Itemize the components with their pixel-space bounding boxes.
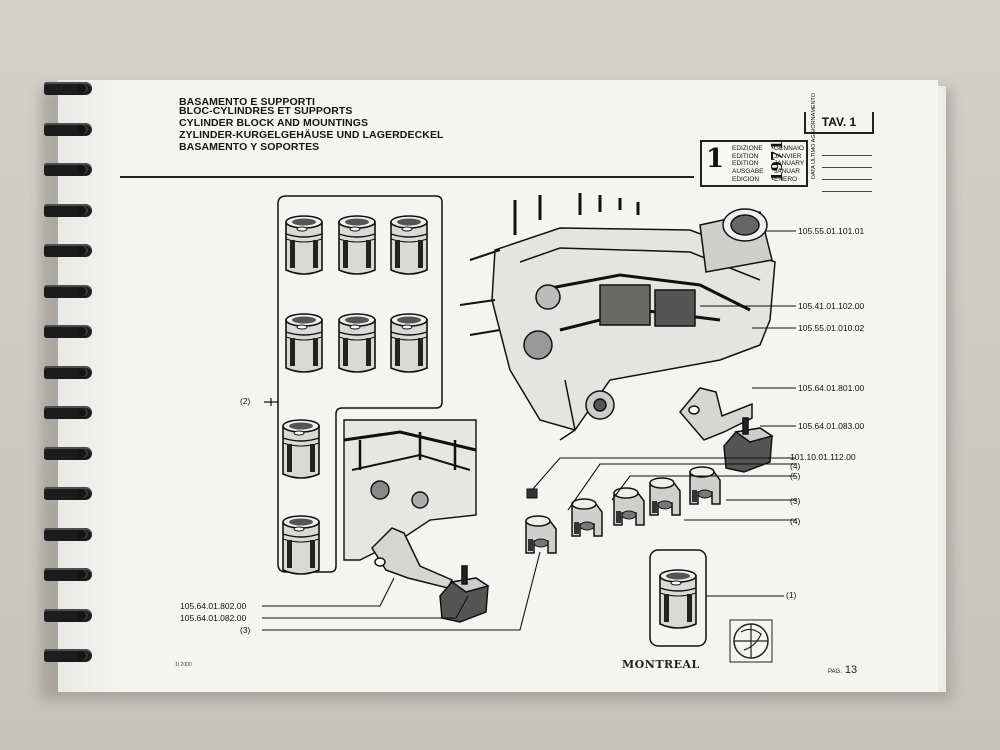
label-part-2: 105.41.01.102.00 bbox=[798, 301, 865, 311]
cylinder-liners-group bbox=[264, 195, 443, 573]
label-plug: 101.10.01.112.00 bbox=[790, 452, 856, 462]
title-german: ZYLINDER-KURGELGEHÄUSE UND LAGERDECKEL bbox=[179, 129, 444, 141]
label-part-3: 105.55.01.010.02 bbox=[798, 323, 865, 333]
label-right-bracket: 105.64.01.801.00 bbox=[798, 383, 865, 393]
single-liner-box bbox=[649, 549, 707, 647]
page-value: 13 bbox=[844, 664, 858, 676]
label-cap-5: (5) bbox=[790, 471, 801, 481]
binding-ring bbox=[44, 325, 92, 338]
left-mount-bracket bbox=[371, 527, 454, 589]
binding-ring bbox=[44, 527, 92, 541]
spiral-binding bbox=[40, 80, 100, 692]
label-left-bracket: 105.64.01.802.00 bbox=[180, 601, 247, 611]
label-cylinder-liners: (2) bbox=[240, 396, 251, 406]
plate-number: TAV. 1 bbox=[804, 112, 874, 134]
label-caps-3: (3) bbox=[240, 625, 251, 635]
binding-ring bbox=[44, 203, 92, 217]
footer-code: 1I 2000 bbox=[175, 662, 192, 668]
main-bearing-caps bbox=[525, 466, 721, 554]
alfa-romeo-emblem bbox=[729, 619, 773, 663]
label-cap-3: (3) bbox=[790, 496, 801, 506]
edition-months: GENNAIO JANVIER JANUARY JANUAR ENERO bbox=[774, 145, 805, 183]
binding-ring bbox=[44, 365, 92, 379]
montreal-logo: MONTREAL bbox=[622, 658, 700, 671]
label-left-mount: 105.64.01.082.00 bbox=[180, 613, 247, 623]
title-english: CYLINDER BLOCK AND MOUNTINGS bbox=[179, 117, 369, 129]
binding-ring bbox=[44, 649, 92, 662]
block-detail-illustration bbox=[343, 419, 477, 561]
right-mount-bracket bbox=[679, 387, 753, 441]
binding-ring bbox=[44, 82, 92, 95]
edition-number: 1 bbox=[706, 144, 725, 174]
label-single-liner: (1) bbox=[786, 590, 797, 600]
binding-ring bbox=[44, 122, 92, 136]
label-cap-4a: (4) bbox=[790, 461, 801, 471]
update-lines bbox=[822, 144, 872, 192]
label-right-mount: 105.64.01.083.00 bbox=[798, 421, 865, 431]
header-rule bbox=[120, 176, 694, 178]
left-rubber-mount bbox=[439, 565, 490, 623]
leader-lines bbox=[262, 230, 796, 631]
binding-ring bbox=[44, 244, 92, 257]
binding-ring bbox=[44, 163, 92, 176]
page-number: PAG.13 bbox=[828, 660, 857, 678]
edition-labels: EDIZIONE EDITION EDITION AUSGABE EDICION bbox=[732, 145, 764, 183]
label-cap-4b: (4) bbox=[790, 516, 801, 526]
title-italian: BASAMENTO E SUPPORTI bbox=[179, 96, 315, 105]
title-spanish: BASAMENTO Y SOPORTES bbox=[179, 141, 320, 153]
label-block: 105.55.01.101.01 bbox=[798, 226, 865, 236]
title-french: BLOC-CYLINDRES ET SUPPORTS bbox=[179, 105, 353, 117]
binding-ring bbox=[44, 487, 92, 500]
binding-ring bbox=[44, 406, 92, 419]
page-label: PAG. bbox=[828, 669, 842, 675]
binding-ring bbox=[44, 446, 92, 460]
binding-ring bbox=[44, 284, 92, 298]
engine-block-illustration bbox=[459, 193, 776, 441]
edition-box: 1 EDIZIONE EDITION EDITION AUSGABE EDICI… bbox=[700, 140, 808, 187]
section-titles: BASAMENTO E SUPPORTI BLOC-CYLINDRES ET S… bbox=[179, 96, 444, 153]
binding-ring bbox=[44, 608, 92, 622]
right-rubber-mount bbox=[723, 417, 774, 473]
binding-ring bbox=[44, 568, 92, 581]
plug-part bbox=[526, 488, 538, 499]
